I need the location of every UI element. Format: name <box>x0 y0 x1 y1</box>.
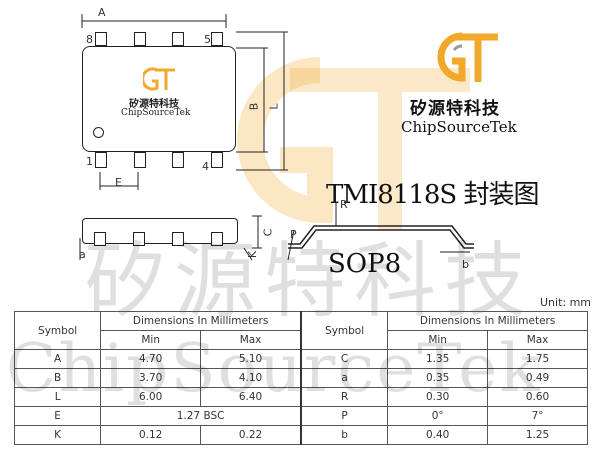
brand-name-en: ChipSourceTek <box>401 118 517 136</box>
table-row: K 0.12 0.22 b 0.40 1.25 <box>13 425 588 445</box>
cell-span: 1.27 BSC <box>100 406 302 426</box>
dim-label-p: P <box>290 228 297 241</box>
package-body-top <box>82 46 236 152</box>
watermark-en: ChipSourceTek <box>6 330 542 407</box>
side-dim-lines <box>79 215 262 261</box>
max-header-left: Max <box>200 330 302 350</box>
cell-min: 0° <box>387 406 489 426</box>
pin-8 <box>95 32 107 46</box>
pin-2 <box>134 152 146 168</box>
table-row: E 1.27 BSC P 0° 7° <box>13 406 588 426</box>
dim-line-a <box>81 14 227 28</box>
logo-watermark <box>237 57 470 230</box>
pin-label-1: 1 <box>86 155 93 168</box>
pin-1 <box>95 152 107 168</box>
dim-label-b-side: b <box>462 258 469 271</box>
pin-label-8: 8 <box>86 33 93 46</box>
cell-min: 0.12 <box>100 425 202 445</box>
lead-profile <box>287 202 474 261</box>
pin-label-4: 4 <box>202 160 209 173</box>
table-row: B 3.70 4.10 a 0.35 0.49 <box>13 368 588 388</box>
dim-label-b: B <box>247 102 261 111</box>
pin-4 <box>211 152 223 168</box>
brand-logo-icon <box>437 32 498 82</box>
side-pin-1 <box>94 232 106 246</box>
dim-label-a: A <box>98 6 106 19</box>
pin-3 <box>172 152 184 168</box>
cell-max: 7° <box>487 406 588 426</box>
cell-max: 1.25 <box>487 425 588 445</box>
cell-symbol: b <box>299 425 389 445</box>
dim-label-l: L <box>267 103 281 110</box>
package-name: SOP8 <box>328 249 402 279</box>
unit-label: Unit: mm <box>540 296 592 309</box>
side-pin-4 <box>211 232 223 246</box>
cell-min: 0.35 <box>387 368 489 388</box>
cell-symbol: E <box>13 406 102 426</box>
dim-label-e: E <box>115 176 122 189</box>
side-pin-3 <box>172 232 184 246</box>
body-brand-cn: 矽源特科技 <box>129 99 179 110</box>
symbol-header-left: Symbol <box>13 311 102 350</box>
cell-symbol: K <box>13 425 102 445</box>
pin-5 <box>211 32 223 46</box>
cell-min: 0.40 <box>387 425 489 445</box>
dims-header-left: Dimensions In Millimeters <box>100 311 302 331</box>
cell-max: 0.22 <box>200 425 302 445</box>
cell-symbol: P <box>299 406 389 426</box>
dim-line-e <box>99 172 139 190</box>
part-title: TMI8118S 封装图 <box>326 180 539 210</box>
pin1-dot <box>93 127 104 138</box>
dim-label-a-side: a <box>79 248 86 261</box>
body-logo-icon <box>143 67 175 91</box>
max-header-right: Max <box>487 330 588 350</box>
pin-6 <box>172 32 184 46</box>
cell-max: 4.10 <box>200 368 302 388</box>
side-pin-2 <box>133 232 145 246</box>
dimension-table: Symbol Dimensions In Millimeters Symbol … <box>13 311 588 445</box>
body-brand-en: ChipSourceTek <box>121 108 191 118</box>
dims-header-right: Dimensions In Millimeters <box>387 311 588 331</box>
dim-lines-b-l <box>236 31 288 171</box>
pin-label-5: 5 <box>204 33 211 46</box>
pin-7 <box>134 32 146 46</box>
brand-name-cn: 矽源特科技 <box>410 99 500 119</box>
package-body-side <box>82 218 238 244</box>
dim-label-r: R <box>340 198 348 211</box>
